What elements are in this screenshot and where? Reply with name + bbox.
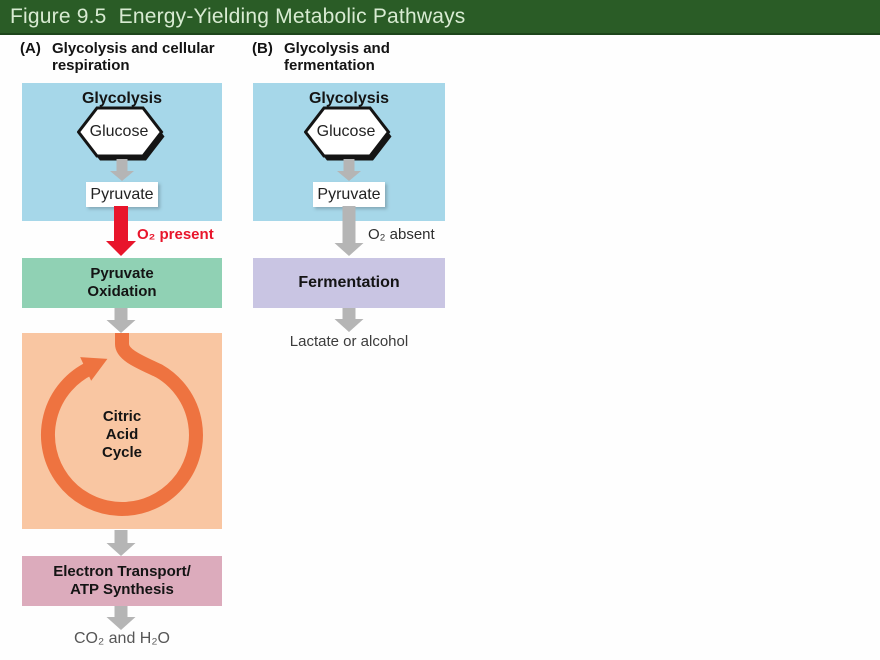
down-arrow-icon [337, 159, 361, 181]
electron-transport-line1: Electron Transport/ [53, 563, 191, 580]
o2-absent-label: O₂ absent [368, 226, 435, 243]
panel-a-label: (A) [20, 40, 41, 57]
figure-title: Figure 9.5 Energy-Yielding Metabolic Pat… [10, 4, 466, 28]
o2-present-label: O₂ present [137, 226, 214, 243]
panel-a-heading-text: Glycolysis and cellular respiration [52, 40, 215, 74]
down-arrow-icon [334, 308, 364, 332]
panel-b-heading-line1: Glycolysis and [284, 40, 390, 57]
down-arrow-icon [106, 308, 136, 333]
citric-cycle-arrow-icon [40, 324, 203, 516]
glucose-node-b: Glucose [304, 106, 394, 164]
down-arrow-icon [106, 606, 136, 630]
citric-line1: Citric [102, 408, 142, 425]
glycolysis-title-b: Glycolysis [308, 90, 390, 107]
down-arrow-icon [110, 159, 134, 181]
down-arrow-icon [106, 530, 136, 556]
citric-line3: Cycle [101, 444, 143, 461]
electron-transport-box: Electron Transport/ ATP Synthesis [22, 556, 222, 606]
fermentation-products-label: Lactate or alcohol [289, 333, 409, 350]
pyruvate-oxidation-line1: Pyruvate [90, 265, 154, 282]
panel-b-heading-text: Glycolysis and fermentation [284, 40, 390, 74]
fermentation-label: Fermentation [298, 274, 400, 291]
pyruvate-oxidation-box: Pyruvate Oxidation [22, 258, 222, 308]
glucose-label-b: Glucose [316, 123, 376, 140]
glycolysis-title-a: Glycolysis [81, 90, 163, 107]
respiration-products-label: CO₂ and H₂O [73, 630, 170, 647]
fermentation-box: Fermentation [253, 258, 445, 308]
electron-transport-line2: ATP Synthesis [70, 581, 174, 598]
glucose-hexagon-icon [77, 106, 165, 161]
figure-title-bar: Figure 9.5 Energy-Yielding Metabolic Pat… [0, 0, 880, 35]
panel-a-heading-line2: respiration [52, 57, 130, 74]
panel-a-heading: (A) Glycolysis and cellular respiration [20, 40, 215, 74]
red-down-arrow-icon [106, 206, 136, 256]
citric-acid-cycle-label: Citric Acid Cycle [22, 408, 222, 462]
pyruvate-node-b: Pyruvate [313, 182, 385, 207]
pyruvate-oxidation-line2: Oxidation [87, 283, 157, 300]
pyruvate-node-a: Pyruvate [86, 182, 158, 207]
panel-b-heading: (B) Glycolysis and fermentation [252, 40, 390, 74]
glycolysis-box-a: Glycolysis Glucose Pyruvate [22, 83, 222, 221]
glucose-label-a: Glucose [89, 123, 149, 140]
glucose-hexagon-icon [304, 106, 392, 161]
panel-b-label: (B) [252, 40, 273, 57]
down-arrow-icon [334, 206, 364, 256]
panel-a-heading-line1: Glycolysis and cellular [52, 40, 215, 57]
citric-acid-cycle-box: Citric Acid Cycle [22, 324, 222, 529]
glucose-node-a: Glucose [77, 106, 167, 164]
panel-b-heading-line2: fermentation [284, 57, 375, 74]
citric-line2: Acid [105, 426, 139, 443]
glycolysis-box-b: Glycolysis Glucose Pyruvate [253, 83, 445, 221]
